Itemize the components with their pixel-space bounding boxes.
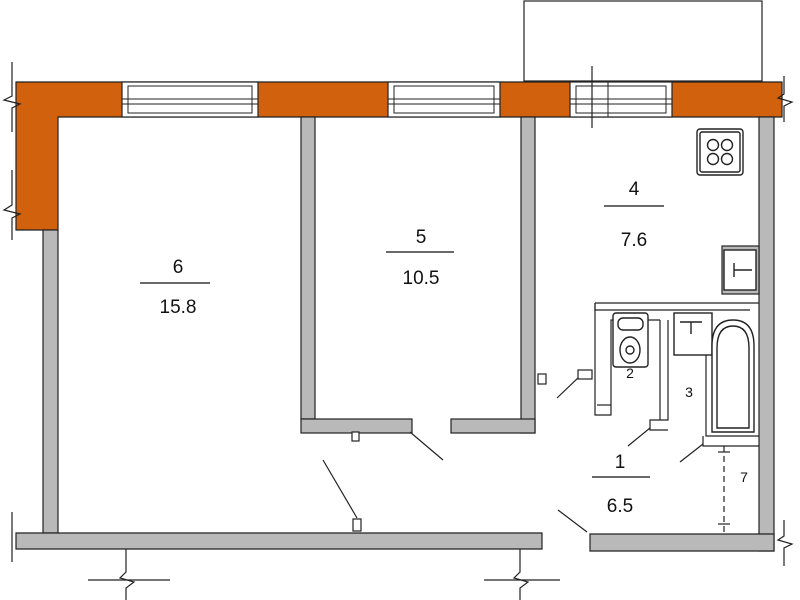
room-4-label: 4 7.6 [604,179,664,251]
room-4-area: 7.6 [621,230,647,251]
toilet-room-label: 2 [626,365,634,381]
window [387,81,501,118]
room-5-number: 5 [416,227,427,248]
room-5-label: 5 10.5 [386,227,454,289]
room-4-number: 4 [629,179,640,200]
closet-dimension [718,446,730,534]
room-6-number: 6 [173,257,184,278]
room-6-label: 6 15.8 [140,257,210,318]
bathroom-label: 3 [685,384,693,400]
balcony-door-window [569,66,673,128]
sink-icon [723,249,757,291]
room-1-label: 1 6.5 [592,452,650,517]
door-swings [322,369,704,533]
stove-icon [696,128,744,176]
bathtub-icon [711,319,755,433]
window [121,81,259,118]
room-5-area: 10.5 [403,268,440,289]
room-6-area: 15.8 [160,297,197,318]
toilet-icon [612,312,649,368]
room-1-number: 1 [615,452,626,473]
washbasin-icon [673,312,713,356]
balcony [523,0,763,82]
break-marks [2,62,794,600]
closet-label: 7 [740,469,748,485]
room-1-area: 6.5 [607,496,633,517]
